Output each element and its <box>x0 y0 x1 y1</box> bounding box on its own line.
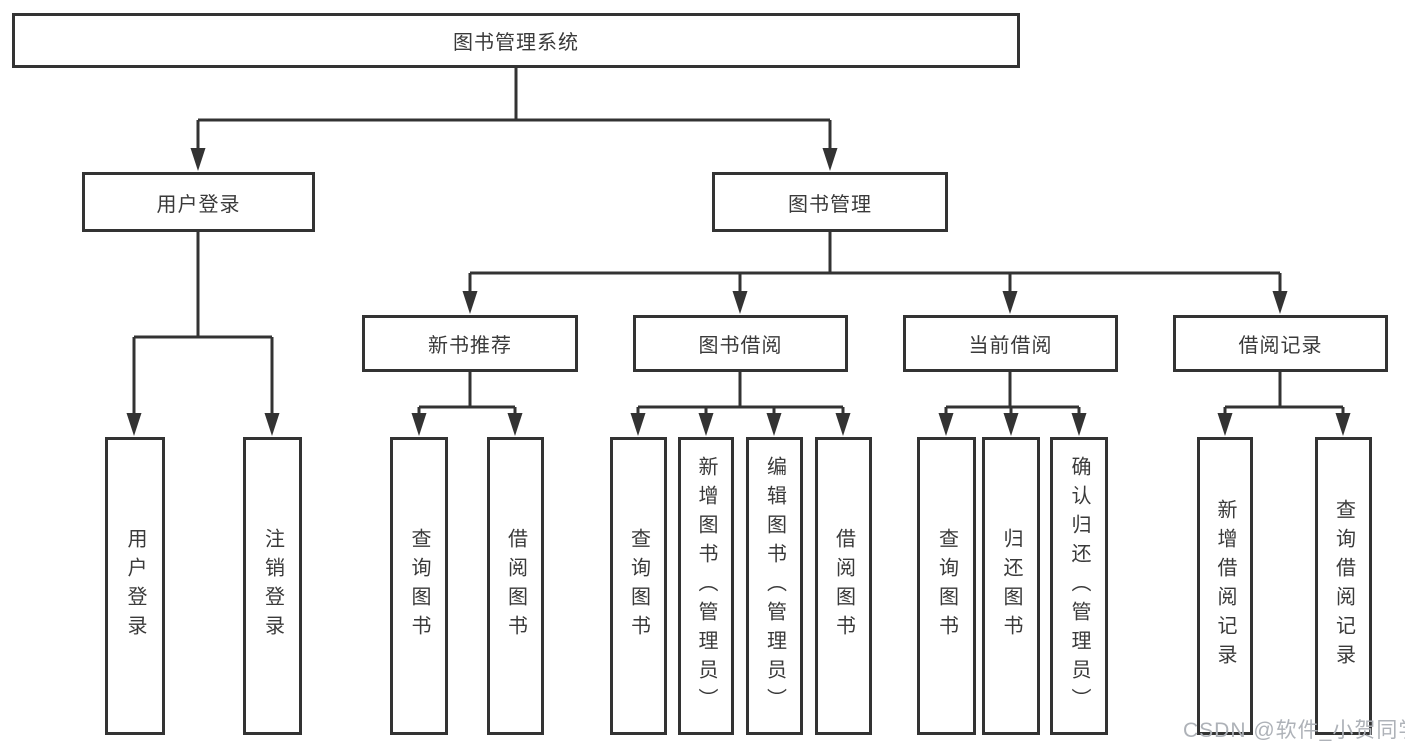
leaf-confirm-return-admin-label: 确认归还（管理员） <box>1068 455 1090 717</box>
node-borrowing-records: 借阅记录 <box>1173 315 1388 372</box>
node-book-management: 图书管理 <box>712 172 948 232</box>
node-new-book-recommend-label: 新书推荐 <box>428 335 512 357</box>
leaf-logout: 注销登录 <box>243 437 302 735</box>
leaf-query-books-2-label: 查询图书 <box>627 528 650 644</box>
leaf-query-books-1: 查询图书 <box>390 437 448 735</box>
leaf-return-books-label: 归还图书 <box>1000 528 1022 644</box>
leaf-borrow-books-1: 借阅图书 <box>487 437 544 735</box>
node-current-borrowing-label: 当前借阅 <box>968 335 1053 357</box>
leaf-logout-label: 注销登录 <box>261 528 284 644</box>
leaf-add-borrow-record-label: 新增借阅记录 <box>1214 499 1236 673</box>
node-user-login: 用户登录 <box>82 172 315 232</box>
leaf-return-books: 归还图书 <box>982 437 1040 735</box>
node-borrowing-records-label: 借阅记录 <box>1238 335 1323 357</box>
leaf-borrow-books-2: 借阅图书 <box>815 437 872 735</box>
leaf-confirm-return-admin: 确认归还（管理员） <box>1050 437 1108 735</box>
leaf-borrow-books-2-label: 借阅图书 <box>832 528 855 644</box>
node-book-management-label: 图书管理 <box>788 193 872 216</box>
leaf-query-borrow-record: 查询借阅记录 <box>1315 437 1372 735</box>
leaf-user-login-label: 用户登录 <box>124 528 146 644</box>
node-root-system: 图书管理系统 <box>12 13 1020 68</box>
leaf-add-books-admin-label: 新增图书（管理员） <box>695 455 717 717</box>
leaf-query-books-2: 查询图书 <box>610 437 667 735</box>
node-book-borrowing: 图书借阅 <box>633 315 848 372</box>
node-user-login-label: 用户登录 <box>156 193 241 216</box>
node-new-book-recommend: 新书推荐 <box>362 315 578 372</box>
node-root-label: 图书管理系统 <box>453 32 579 54</box>
leaf-query-books-1-label: 查询图书 <box>408 528 430 644</box>
leaf-query-borrow-record-label: 查询借阅记录 <box>1332 499 1355 673</box>
node-book-borrowing-label: 图书借阅 <box>698 335 783 357</box>
leaf-add-borrow-record: 新增借阅记录 <box>1197 437 1253 735</box>
leaf-edit-books-admin: 编辑图书（管理员） <box>746 437 803 735</box>
leaf-borrow-books-1-label: 借阅图书 <box>504 528 527 644</box>
leaf-query-books-3: 查询图书 <box>917 437 976 735</box>
leaf-query-books-3-label: 查询图书 <box>935 528 958 644</box>
leaf-user-login: 用户登录 <box>105 437 165 735</box>
node-current-borrowing: 当前借阅 <box>903 315 1118 372</box>
leaf-edit-books-admin-label: 编辑图书（管理员） <box>763 455 786 717</box>
leaf-add-books-admin: 新增图书（管理员） <box>678 437 734 735</box>
